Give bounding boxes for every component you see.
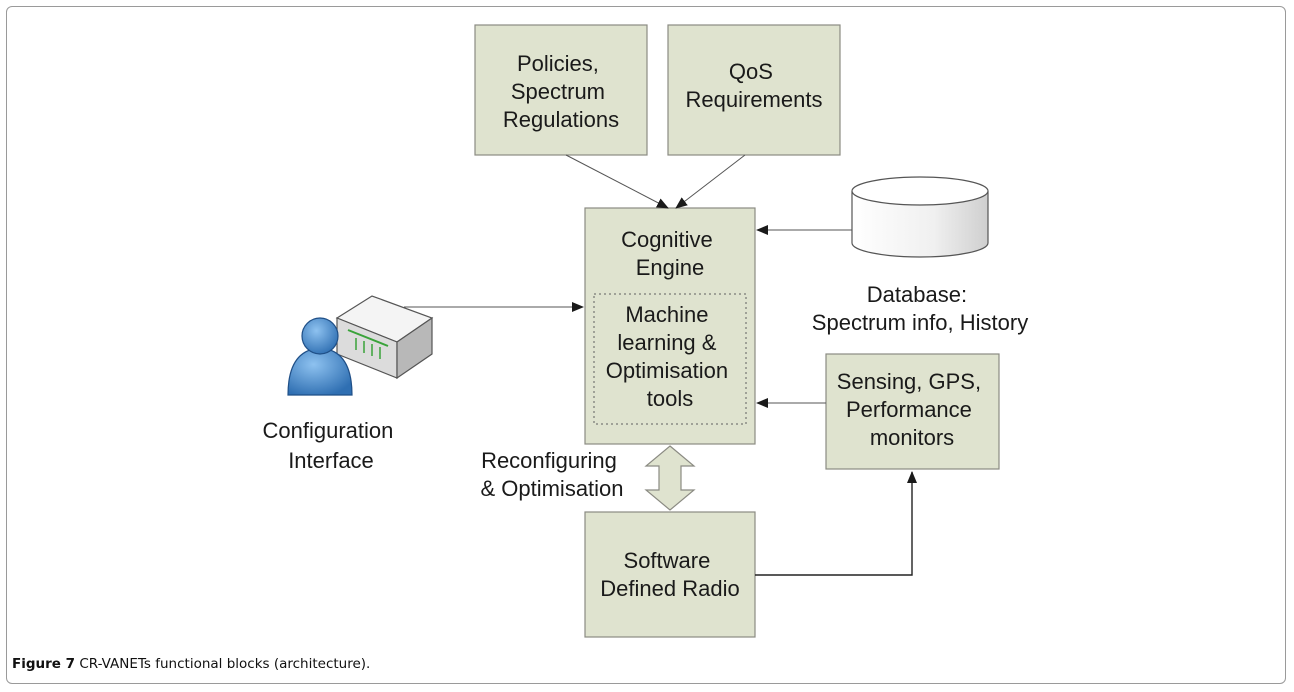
qos-line-1: QoS	[729, 59, 773, 84]
ml-tools-line-4: tools	[647, 386, 693, 411]
policies-line-1: Policies,	[517, 51, 599, 76]
figure-caption: Figure 7 CR-VANETs functional blocks (ar…	[12, 656, 370, 672]
svg-text:Reconfiguring & Optimisati: Reconfiguring & Optimisation	[480, 448, 623, 501]
router-icon	[335, 295, 434, 380]
database-label-line-2: Spectrum info, History	[812, 310, 1028, 335]
sensing-line-2: Performance	[846, 397, 972, 422]
svg-text:Machine learning &: Machine learning & Optimisation tools	[606, 302, 734, 411]
sdr-box: Software Defined Radio	[584, 511, 756, 638]
ml-tools-line-2: learning &	[617, 330, 716, 355]
double-arrow-engine-sdr	[644, 445, 696, 511]
policies-line-2: Spectrum	[511, 79, 605, 104]
sensing-line-3: monitors	[870, 425, 954, 450]
config-label-line-1: Configuration	[263, 418, 394, 443]
svg-text:Policies, Spectrum: Policies, Spectrum Regulations	[503, 51, 619, 132]
ml-tools-dotted-box	[593, 293, 747, 425]
arrow-policies-to-engine	[565, 154, 669, 209]
sensing-line-1: Sensing, GPS,	[837, 369, 981, 394]
sdr-line-2: Defined Radio	[600, 576, 739, 601]
policies-line-3: Regulations	[503, 107, 619, 132]
cognitive-engine-line-1: Cognitive	[621, 227, 713, 252]
config-label-line-2: Interface	[288, 448, 374, 473]
svg-text:Configuration Interface: Configuration Interface	[263, 418, 400, 473]
ml-tools-line-1: Machine	[625, 302, 708, 327]
qos-line-2: Requirements	[686, 87, 823, 112]
reconfig-label-line-1: Reconfiguring	[481, 448, 617, 473]
database-cylinder-icon	[851, 176, 989, 258]
database-label-line-1: Database:	[867, 282, 967, 307]
svg-text:QoS Requirements: QoS Requirements	[686, 59, 823, 112]
figure-frame	[6, 6, 1286, 684]
policies-box: Policies, Spectrum Regulations	[474, 24, 648, 156]
cognitive-engine-box: Cognitive Engine Machine learning & Opti…	[584, 207, 756, 445]
svg-text:Cognitive Engine: Cognitive Engine	[621, 227, 719, 280]
arrow-sdr-to-sensing	[755, 471, 917, 576]
arrow-qos-to-engine	[675, 154, 746, 209]
ml-tools-line-3: Optimisation	[606, 358, 728, 383]
reconfig-label-line-2: & Optimisation	[480, 476, 623, 501]
user-icon	[287, 317, 353, 396]
svg-text:Software Defined Radio: Software Defined Radio	[600, 548, 739, 601]
caption-text: CR-VANETs functional blocks (architectur…	[75, 656, 371, 672]
sdr-line-1: Software	[624, 548, 711, 573]
svg-text:Database: Spectrum info, H: Database: Spectrum info, History	[812, 282, 1028, 335]
svg-text:Sensing, GPS, Performanc: Sensing, GPS, Performance monitors	[837, 369, 987, 450]
qos-box: QoS Requirements	[667, 24, 841, 156]
sensing-box: Sensing, GPS, Performance monitors	[825, 353, 1000, 470]
caption-prefix: Figure 7	[12, 656, 76, 672]
cognitive-engine-line-2: Engine	[636, 255, 705, 280]
